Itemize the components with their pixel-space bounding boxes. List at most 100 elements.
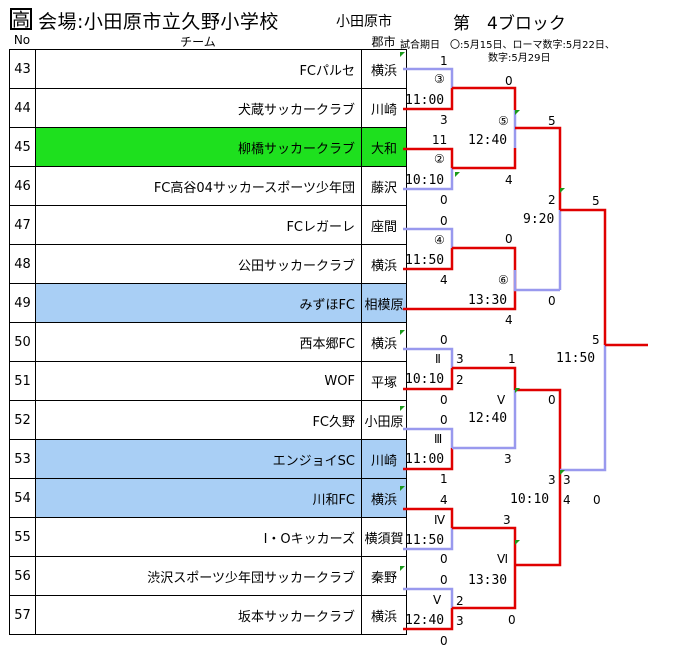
- match-label: 4: [505, 313, 513, 327]
- loser-line: [513, 270, 560, 292]
- loser-line: [403, 347, 454, 368]
- match-time: 11:50: [405, 253, 445, 268]
- winner-line: [403, 248, 454, 271]
- team-team-cell: FCレガーレ: [35, 205, 362, 245]
- loser-line: [560, 345, 607, 472]
- match-label: 0: [440, 193, 448, 207]
- match-label: Ⅴ: [497, 393, 506, 407]
- winner-line: [403, 448, 454, 471]
- winner-line: [403, 88, 454, 111]
- team-team-cell: 川和FC: [35, 478, 362, 518]
- date-note-2: 数字:5月29日: [488, 53, 551, 64]
- loser-line: [403, 168, 454, 191]
- match-label: 4: [563, 493, 571, 507]
- match-time: 13:30: [468, 293, 508, 308]
- corner-mark: [515, 540, 520, 545]
- match-label: ②: [434, 152, 445, 166]
- match-label: 5: [592, 194, 600, 208]
- winner-line: [403, 147, 454, 168]
- match-label: 1: [440, 54, 448, 68]
- team-city-cell: 相模原: [361, 283, 407, 323]
- winner-line: [452, 246, 517, 270]
- team-city-cell: 横浜: [361, 478, 407, 518]
- match-label: 5: [592, 333, 600, 347]
- team-city-cell: 横須賀: [361, 517, 407, 557]
- match-label: 0: [593, 493, 601, 507]
- corner-mark: [515, 388, 520, 393]
- match-label: 5: [548, 114, 556, 128]
- match-label: 11: [432, 133, 448, 147]
- team-team-cell: 犬蔵サッカークラブ: [35, 88, 362, 128]
- corner-mark: [400, 406, 405, 411]
- loser-line: [452, 410, 517, 450]
- block-label: 第 4ブロック: [453, 14, 566, 34]
- match-label: ⑥: [498, 273, 509, 287]
- match-label: 3: [504, 452, 512, 466]
- corner-mark: [400, 330, 405, 335]
- match-label: 0: [440, 634, 448, 648]
- header-mark: 高: [10, 8, 32, 31]
- loser-line: [403, 528, 454, 551]
- match-label: 0: [440, 573, 448, 587]
- match-time: 12:40: [468, 133, 508, 148]
- match-label: 0: [548, 393, 556, 407]
- team-no-cell: 49: [9, 283, 36, 323]
- venue-title: 会場:小田原市立久野小学校: [38, 11, 279, 33]
- match-label: Ⅳ: [434, 513, 446, 527]
- corner-mark: [560, 470, 565, 475]
- winner-line: [452, 366, 517, 390]
- team-city-cell: 秦野: [361, 556, 407, 596]
- corner-mark: [400, 486, 405, 491]
- corner-mark: [515, 110, 520, 115]
- match-label: Ⅱ: [435, 352, 441, 366]
- team-team-cell: FCパルセ: [35, 49, 362, 89]
- match-label: 0: [548, 294, 556, 308]
- match-label: 0: [440, 333, 448, 347]
- team-city-cell: 小田原: [361, 400, 407, 440]
- match-label: 0: [440, 413, 448, 427]
- team-team-cell: FC久野: [35, 400, 362, 440]
- winner-line: [403, 608, 454, 631]
- match-time: 11:00: [405, 93, 445, 108]
- winner-line: [515, 470, 562, 567]
- host-city: 小田原市: [336, 14, 392, 30]
- loser-line: [403, 67, 454, 88]
- team-city-cell: 川崎: [361, 88, 407, 128]
- loser-line: [403, 227, 454, 248]
- match-time: 13:30: [468, 573, 508, 588]
- match-label: 0: [440, 393, 448, 407]
- winner-line: [452, 86, 517, 110]
- team-city-cell: 大和: [361, 127, 407, 167]
- match-label: 4: [505, 173, 513, 187]
- team-no-cell: 48: [9, 244, 36, 284]
- match-label: Ⅴ: [433, 593, 442, 607]
- corner-mark: [400, 566, 405, 571]
- match-label: 3: [440, 113, 448, 127]
- match-time: 11:00: [405, 452, 445, 467]
- team-no-cell: 43: [9, 49, 36, 89]
- team-no-cell: 51: [9, 361, 36, 401]
- match-time: 12:40: [468, 411, 508, 426]
- winner-line: [403, 507, 454, 528]
- team-no-cell: 57: [9, 595, 36, 635]
- loser-line: [403, 427, 454, 448]
- team-no-cell: 52: [9, 400, 36, 440]
- team-no-cell: 54: [9, 478, 36, 518]
- match-label: ④: [434, 233, 445, 247]
- match-label: Ⅵ: [497, 552, 509, 566]
- match-time: 12:40: [405, 613, 445, 628]
- match-label: 1: [508, 352, 516, 366]
- match-time: 9:20: [523, 212, 555, 227]
- corner-mark: [400, 52, 405, 57]
- match-label: 2: [548, 193, 556, 207]
- corner-mark: [560, 188, 565, 193]
- match-time: 10:10: [405, 372, 445, 387]
